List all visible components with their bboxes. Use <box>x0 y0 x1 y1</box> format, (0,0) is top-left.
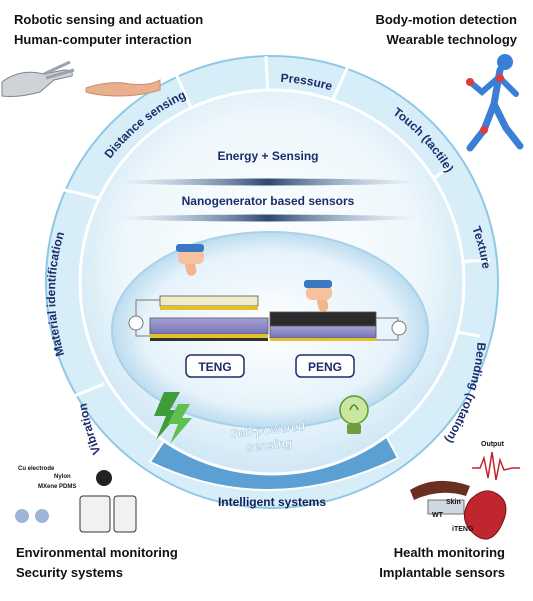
output-label: Output <box>481 441 505 448</box>
band-bottom <box>118 214 418 222</box>
robot-hand-illustration <box>1 60 75 97</box>
keypad-icon <box>79 495 111 533</box>
light-bulb-icon <box>339 395 369 434</box>
lightning-icon <box>154 392 192 444</box>
teng-label-box <box>185 354 245 378</box>
peng-label: PENG <box>308 360 342 374</box>
nylon-label: Nylon <box>54 474 71 480</box>
peng-label-box <box>295 354 355 378</box>
bottom-left-line-2: Security systems <box>16 565 123 580</box>
skin-label: Skin <box>446 499 461 506</box>
bottom-right-line-2: Implantable sensors <box>379 565 505 580</box>
sensing-label: sensing <box>246 436 293 455</box>
output-waveform <box>472 451 520 481</box>
teng-meter-icon <box>128 315 144 331</box>
security-inset: Cu electrode Nylon MXene PDMS <box>15 466 137 533</box>
top-left-line-1: Robotic sensing and actuation <box>14 12 204 27</box>
nanogenerator-label: Nanogenerator based sensors <box>182 194 355 208</box>
teng-label: TENG <box>198 360 231 374</box>
iteng-label: iTENG <box>452 526 474 533</box>
top-right-line-2: Wearable technology <box>386 32 517 47</box>
peng-device <box>269 311 407 341</box>
human-hand-illustration <box>85 79 161 97</box>
mxene-label: MXene PDMS <box>38 484 76 490</box>
hand-pointer-peng-icon <box>304 280 332 312</box>
bottom-right-line-1: Health monitoring <box>393 545 505 560</box>
cu-electrode-label: Cu electrode <box>18 466 55 472</box>
heart-icon <box>464 490 507 540</box>
teng-device <box>128 295 269 341</box>
top-left-applications: Robotic sensing and actuation Human-comp… <box>14 10 203 50</box>
top-right-applications: Body-motion detection Wearable technolog… <box>375 10 517 50</box>
bottom-left-line-1: Environmental monitoring <box>16 545 178 560</box>
peng-meter-icon <box>391 320 407 336</box>
bottom-left-applications: Environmental monitoring Security system… <box>16 543 178 583</box>
top-right-line-1: Body-motion detection <box>375 12 517 27</box>
hand-pointer-teng-icon <box>176 244 204 276</box>
phone-icon <box>113 495 137 533</box>
heart-inset: Output Skin WT iTENG <box>410 441 520 540</box>
ring-label-intelligent: Intelligent systems <box>218 495 326 509</box>
bottom-right-applications: Health monitoring Implantable sensors <box>379 543 505 583</box>
wt-label: WT <box>432 512 444 519</box>
band-top <box>118 178 418 186</box>
energy-sensing-label: Energy + Sensing <box>217 149 318 163</box>
top-left-line-2: Human-computer interaction <box>14 32 192 47</box>
running-figure-illustration <box>466 54 524 152</box>
